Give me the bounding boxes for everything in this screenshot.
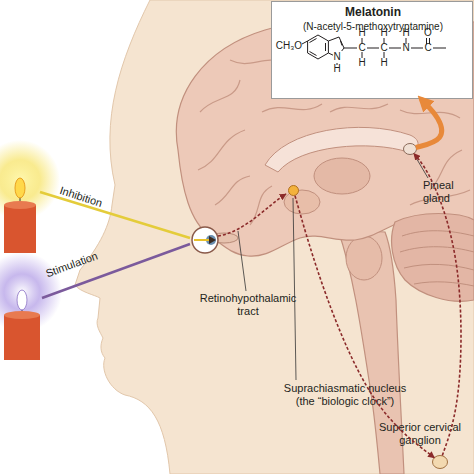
eye-arrow — [194, 239, 210, 241]
brainstem — [338, 230, 404, 474]
tract-label: Retinohypothalamic tract — [194, 292, 302, 318]
thalamus — [314, 158, 370, 194]
secretion-arrow — [416, 99, 442, 148]
atom-label: N — [401, 42, 411, 54]
candle — [4, 205, 36, 253]
atom-label: C — [357, 42, 367, 54]
node-outline — [289, 186, 299, 196]
box-title: Melatonin — [272, 6, 474, 19]
atom-label: C — [379, 42, 389, 54]
inhibition-light — [40, 192, 190, 238]
light-label: Inhibition — [58, 184, 129, 218]
head-silhouette — [75, 0, 474, 474]
scn-nucleus: Suprachiasmatic nucleus (the “biologic c… — [288, 185, 299, 196]
nerve-pathway — [295, 196, 434, 458]
eye — [192, 227, 218, 253]
candle-top — [4, 201, 36, 209]
light-label: Stimulation — [44, 242, 120, 280]
atom-label: H — [357, 57, 367, 69]
retinohypothalamic-tract — [218, 194, 286, 236]
box-subtitle: (N-acetyl-5-methoxytryptamine) — [272, 20, 474, 33]
leader-lines — [238, 156, 428, 380]
node-outline — [404, 144, 417, 155]
node-shape — [403, 143, 417, 155]
node-outline — [433, 456, 448, 469]
atom-label: O — [423, 27, 433, 39]
node-shape — [288, 185, 299, 196]
atom-label: H — [357, 27, 367, 39]
purple-flame — [17, 290, 27, 310]
nerve-pathway — [414, 154, 461, 456]
atom-label: C — [423, 42, 433, 54]
yellow-flame — [15, 178, 25, 198]
atom-label: H — [379, 27, 389, 39]
node-shape — [432, 455, 448, 469]
ganglion: Superior cervical ganglion — [432, 455, 448, 469]
atom-label: H — [379, 57, 389, 69]
cerebellum-folia — [400, 231, 474, 286]
atom-label: N — [333, 51, 342, 63]
candle — [4, 315, 40, 360]
part-label: Superior cervical ganglion — [366, 421, 474, 447]
atom-label: H — [332, 63, 342, 75]
pons — [346, 236, 382, 280]
part-label: Pineal gland — [423, 179, 474, 205]
atom-label: CH₃O — [275, 40, 303, 52]
pineal-gland: Pineal gland — [403, 143, 417, 155]
cerebellum — [392, 214, 474, 302]
eye-arrow-head — [209, 236, 216, 244]
part-label: Suprachiasmatic nucleus (the “biologic c… — [276, 382, 414, 408]
candle-top — [4, 311, 40, 319]
atom-label: H — [401, 27, 411, 39]
